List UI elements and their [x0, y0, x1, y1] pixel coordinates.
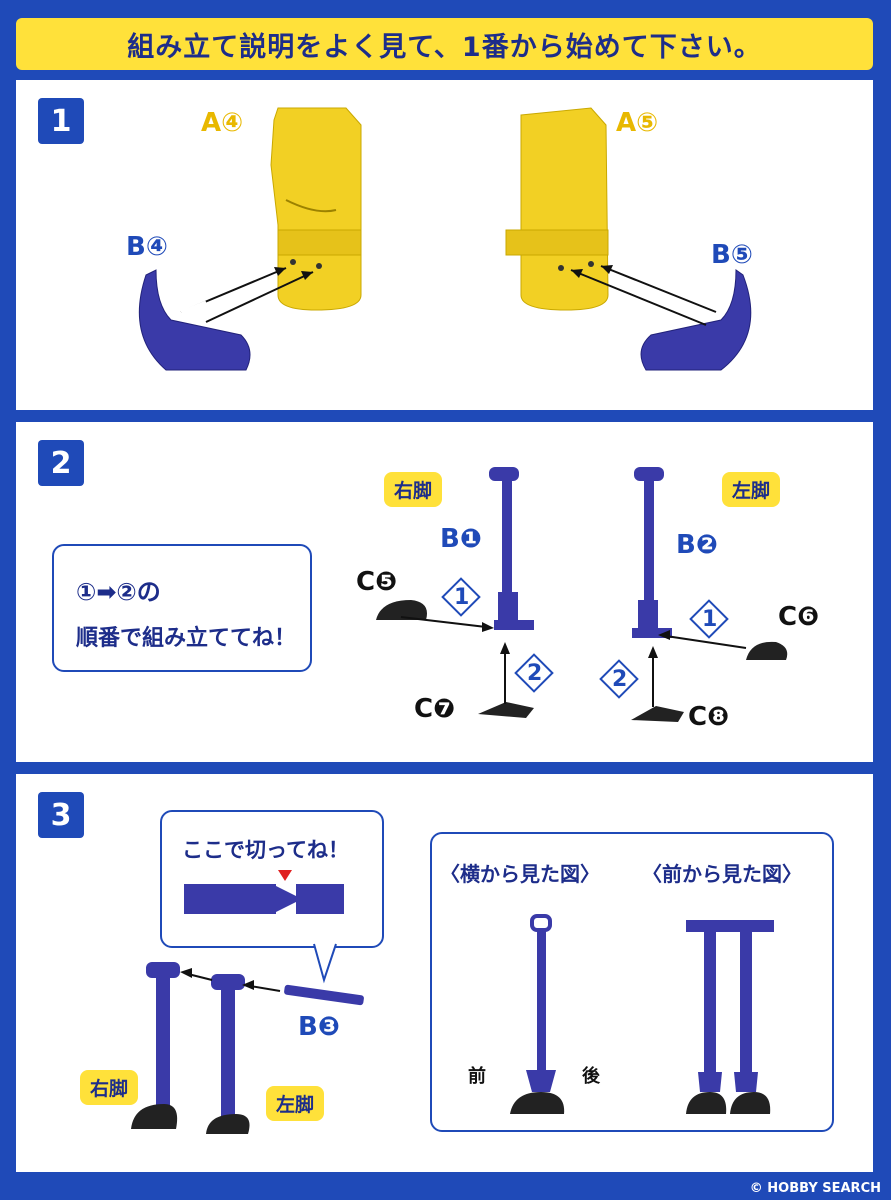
title-banner: 組み立て説明をよく見て、1番から始めて下さい。	[16, 18, 873, 70]
label-b3: B❸	[298, 1012, 340, 1042]
marker-1-right: 1	[454, 585, 470, 610]
marker-2-right: 2	[527, 661, 543, 686]
step3-panel: 3 ここで切ってね！ 〈横から見た図〉 〈前から見た図〉	[16, 774, 873, 1172]
label-a4: A④	[201, 108, 244, 138]
step1-panel: 1 A④ A⑤ B④ B⑤	[16, 80, 873, 410]
front-view-title: 〈前から見た図〉	[642, 862, 802, 886]
step1-number: 1	[38, 98, 84, 144]
step3-illustration	[131, 870, 774, 1134]
order-note-line2: 順番で組み立ててね！	[76, 626, 297, 651]
step2-illustration	[376, 467, 788, 722]
label-c6: C❻	[778, 602, 820, 632]
label-a5: A⑤	[616, 108, 659, 138]
banner-title: 組み立て説明をよく見て、1番から始めて下さい。	[127, 31, 762, 63]
marker-2-left: 2	[612, 667, 628, 692]
side-view-title: 〈横から見た図〉	[440, 862, 600, 886]
label-c8: C❽	[688, 702, 730, 732]
right-leg-tag: 右脚	[384, 472, 443, 507]
step1-illustration	[138, 107, 752, 371]
cut-note-text: ここで切ってね！	[182, 838, 349, 862]
label-b2: B❷	[676, 530, 718, 560]
marker-1-left: 1	[702, 607, 718, 632]
step3-number: 3	[38, 792, 84, 838]
label-b5: B⑤	[711, 240, 753, 270]
label-c7: C❼	[414, 694, 456, 724]
order-note-line1: ①➡②の	[76, 578, 161, 606]
watermark: © HOBBY SEARCH	[749, 1181, 881, 1196]
front-label: 前	[468, 1066, 486, 1087]
label-b1: B❶	[440, 524, 482, 554]
label-b4: B④	[126, 232, 168, 262]
order-note-box	[52, 544, 312, 672]
left-leg-tag-step3: 左脚	[266, 1086, 325, 1121]
step2-number: 2	[38, 440, 84, 486]
label-c5: C❺	[356, 567, 398, 597]
cut-note-box	[160, 810, 384, 948]
left-leg-tag: 左脚	[722, 472, 781, 507]
views-box	[430, 832, 834, 1132]
right-leg-tag-step3: 右脚	[80, 1070, 139, 1105]
step2-panel: 2 ①➡②の 順番で組み立ててね！ 右脚 左脚	[16, 422, 873, 762]
back-label: 後	[582, 1066, 600, 1087]
